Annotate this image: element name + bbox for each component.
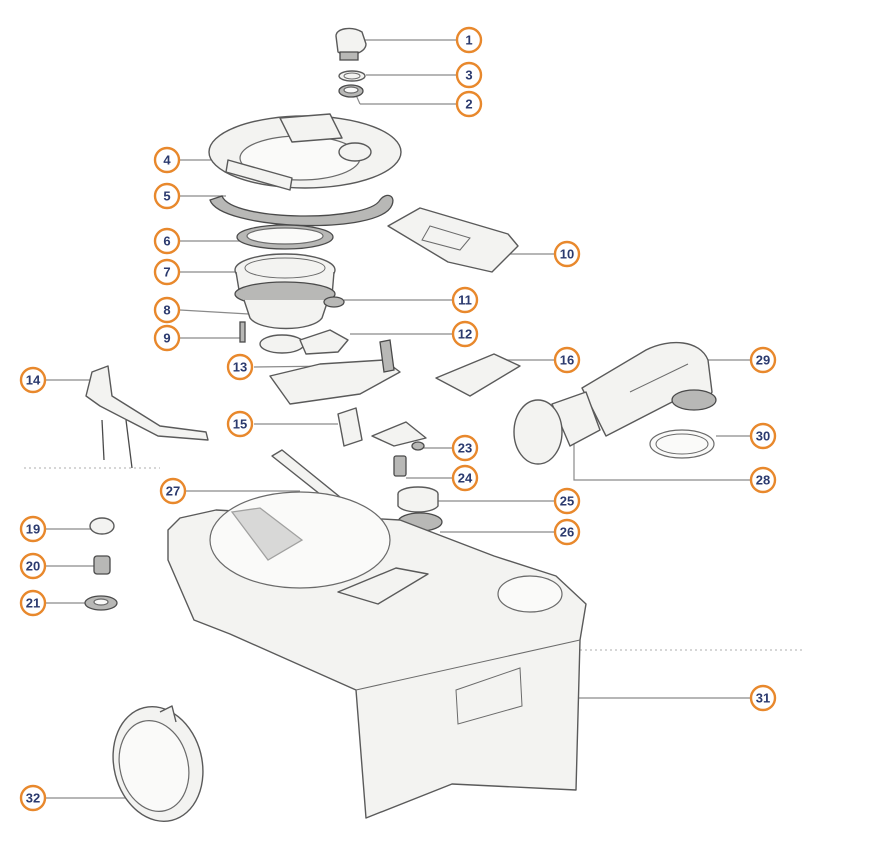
callout-label: 28 (756, 473, 770, 488)
part-13-lever-assembly (269, 339, 401, 405)
callout-24: 24 (451, 464, 479, 492)
callout-16: 16 (553, 346, 581, 374)
callout-label: 2 (465, 97, 472, 112)
callout-label: 6 (163, 234, 170, 249)
callout-8: 8 (153, 296, 181, 324)
part-31-tank (167, 491, 587, 819)
part-23-clamp (371, 421, 427, 451)
callout-15: 15 (226, 410, 254, 438)
callout-label: 31 (756, 691, 770, 706)
callout-label: 29 (756, 353, 770, 368)
callout-23: 23 (451, 434, 479, 462)
callout-label: 25 (560, 494, 574, 509)
callout-12: 12 (451, 320, 479, 348)
part-29-elbow-spout (581, 341, 717, 437)
callout-13: 13 (226, 353, 254, 381)
callout-9: 9 (153, 324, 181, 352)
callout-30: 30 (749, 422, 777, 450)
part-10-cover-plate (387, 207, 519, 273)
part-15-connector (337, 407, 363, 447)
callout-5: 5 (153, 182, 181, 210)
callout-label: 9 (163, 331, 170, 346)
part-11-clip (323, 296, 345, 308)
callout-label: 16 (560, 353, 574, 368)
part-14-bracket (85, 365, 209, 469)
callout-29: 29 (749, 346, 777, 374)
callout-2: 2 (455, 90, 483, 118)
callout-1: 1 (455, 26, 483, 54)
callout-6: 6 (153, 227, 181, 255)
part-32-round-lid (112, 705, 204, 822)
part-9-screw (239, 321, 246, 343)
part-24-spring (393, 455, 407, 477)
callout-label: 12 (458, 327, 472, 342)
callout-label: 30 (756, 429, 770, 444)
part-3-ring (338, 70, 366, 82)
callout-26: 26 (553, 518, 581, 546)
part-20-spring (93, 555, 111, 575)
callout-label: 23 (458, 441, 472, 456)
callout-14: 14 (19, 366, 47, 394)
part-12-slide-blade (259, 329, 349, 355)
callout-label: 5 (163, 189, 170, 204)
part-1-knob (335, 27, 367, 61)
callout-25: 25 (553, 487, 581, 515)
callout-7: 7 (153, 258, 181, 286)
callout-label: 15 (233, 417, 247, 432)
callout-label: 20 (26, 559, 40, 574)
part-30-o-ring (649, 429, 715, 459)
callout-31: 31 (749, 684, 777, 712)
callout-19: 19 (19, 515, 47, 543)
callout-label: 14 (26, 373, 41, 388)
callout-label: 13 (233, 360, 247, 375)
callout-20: 20 (19, 552, 47, 580)
callout-27: 27 (159, 477, 187, 505)
callout-label: 27 (166, 484, 180, 499)
callout-4: 4 (153, 146, 181, 174)
callout-28: 28 (749, 466, 777, 494)
callout-label: 8 (163, 303, 170, 318)
callout-label: 1 (465, 33, 472, 48)
part-28-cap (513, 391, 601, 465)
part-4-seat-lid (208, 113, 402, 191)
part-5-gasket (209, 194, 394, 227)
part-21-washer (84, 595, 118, 611)
part-8-blade-holder (234, 281, 336, 330)
callout-11: 11 (451, 286, 479, 314)
callout-label: 4 (163, 153, 171, 168)
callout-21: 21 (19, 589, 47, 617)
callout-32: 32 (19, 784, 47, 812)
part-6-seal-ring (236, 224, 334, 250)
callout-3: 3 (455, 61, 483, 89)
callout-label: 3 (465, 68, 472, 83)
callout-10: 10 (553, 240, 581, 268)
part-25-fitting-ring (397, 486, 439, 513)
leader-28 (573, 440, 750, 481)
callout-label: 7 (163, 265, 170, 280)
part-16-small-cover (435, 353, 521, 397)
part-19-cap (89, 517, 115, 535)
callout-label: 26 (560, 525, 574, 540)
callout-label: 21 (26, 596, 40, 611)
callout-label: 32 (26, 791, 40, 806)
part-2-ring (338, 84, 364, 98)
callout-label: 19 (26, 522, 40, 537)
callout-label: 24 (458, 471, 473, 486)
callout-label: 10 (560, 247, 574, 262)
callout-label: 11 (458, 293, 472, 308)
